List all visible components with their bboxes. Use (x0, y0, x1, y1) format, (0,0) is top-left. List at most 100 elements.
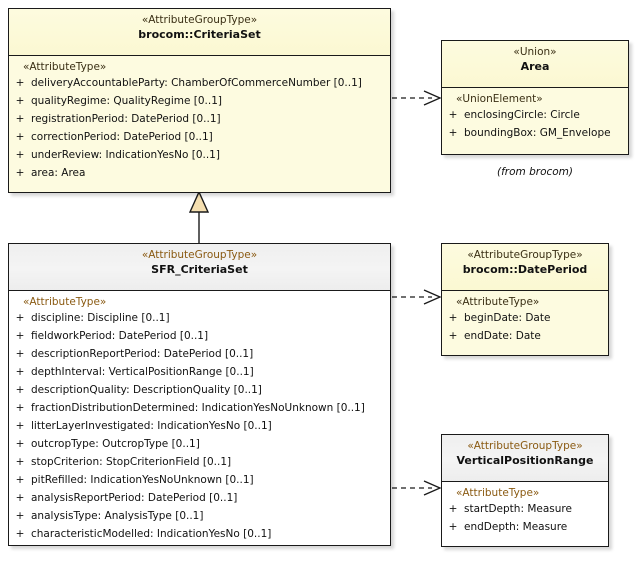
class-name: VerticalPositionRange (456, 454, 594, 468)
attribute-visibility: + (15, 329, 25, 342)
attribute-row: + characteristicModelled: IndicationYesN… (9, 528, 390, 546)
attribute-row: + enclosingCircle: Circle (442, 109, 628, 127)
class-area[interactable]: «Union» Area «UnionElement» + enclosingC… (441, 40, 629, 155)
attribute-row: + descriptionQuality: DescriptionQuality… (9, 384, 390, 402)
compartment-label: «AttributeType» (456, 296, 540, 308)
attribute-visibility: + (15, 491, 25, 504)
attribute-row: + endDate: Date (442, 330, 608, 348)
attribute-visibility: + (15, 148, 25, 161)
attribute-visibility: + (15, 455, 25, 468)
attribute-row: + deliveryAccountableParty: ChamberOfCom… (9, 77, 390, 95)
class-header-brocom-criteriaset: «AttributeGroupType» brocom::CriteriaSet (9, 9, 390, 56)
attribute-text: fieldworkPeriod: DatePeriod [0..1] (31, 329, 209, 342)
attribute-visibility: + (15, 311, 25, 324)
class-stereotype: «AttributeGroupType» (467, 249, 583, 261)
compartment-label: «AttributeType» (23, 296, 107, 308)
class-brocom-dateperiod[interactable]: «AttributeGroupType» brocom::DatePeriod … (441, 243, 609, 356)
attribute-row: + stopCriterion: StopCriterionField [0..… (9, 456, 390, 474)
attribute-text: depthInterval: VerticalPositionRange [0.… (31, 365, 254, 378)
attribute-row: + correctionPeriod: DatePeriod [0..1] (9, 131, 390, 149)
attribute-row: + analysisReportPeriod: DatePeriod [0..1… (9, 492, 390, 510)
class-stereotype: «Union» (513, 46, 557, 58)
attribute-visibility: + (15, 112, 25, 125)
attribute-row: + registrationPeriod: DatePeriod [0..1] (9, 113, 390, 131)
attribute-text: discipline: Discipline [0..1] (31, 311, 170, 324)
attribute-visibility: + (448, 502, 458, 515)
attribute-row: + qualityRegime: QualityRegime [0..1] (9, 95, 390, 113)
attribute-row: + depthInterval: VerticalPositionRange [… (9, 366, 390, 384)
area-package-note: (from brocom) (496, 166, 574, 178)
compartment-label: «UnionElement» (456, 93, 543, 105)
dependency-criteriaset-to-area (392, 90, 442, 106)
class-attributes-compartment: «AttributeType» + deliveryAccountablePar… (9, 56, 390, 190)
class-header-brocom-dateperiod: «AttributeGroupType» brocom::DatePeriod (442, 244, 608, 291)
class-attributes-compartment: «UnionElement» + enclosingCircle: Circle… (442, 88, 628, 150)
class-header-sfr-criteriaset: «AttributeGroupType» SFR_CriteriaSet (9, 244, 390, 291)
attribute-row: + beginDate: Date (442, 312, 608, 330)
attribute-row: + outcropType: OutcropType [0..1] (9, 438, 390, 456)
attribute-row: + startDepth: Measure (442, 503, 608, 521)
attribute-visibility: + (15, 347, 25, 360)
attribute-visibility: + (15, 94, 25, 107)
attribute-visibility: + (448, 108, 458, 121)
attribute-text: enclosingCircle: Circle (464, 108, 580, 121)
attribute-visibility: + (15, 76, 25, 89)
class-name: brocom::CriteriaSet (138, 28, 261, 42)
attribute-text: descriptionQuality: DescriptionQuality [… (31, 383, 262, 396)
class-sfr-criteriaset[interactable]: «AttributeGroupType» SFR_CriteriaSet «At… (8, 243, 391, 546)
attribute-text: startDepth: Measure (464, 502, 572, 515)
attribute-row: + litterLayerInvestigated: IndicationYes… (9, 420, 390, 438)
class-stereotype: «AttributeGroupType» (467, 440, 583, 452)
attribute-text: beginDate: Date (464, 311, 551, 324)
attribute-text: characteristicModelled: IndicationYesNo … (31, 527, 272, 540)
attribute-visibility: + (15, 509, 25, 522)
attribute-text: boundingBox: GM_Envelope (464, 126, 611, 139)
class-name: Area (520, 60, 550, 74)
attribute-text: litterLayerInvestigated: IndicationYesNo… (31, 419, 272, 432)
attribute-text: analysisType: AnalysisType [0..1] (31, 509, 204, 522)
attribute-text: fractionDistributionDetermined: Indicati… (31, 401, 365, 414)
attribute-text: qualityRegime: QualityRegime [0..1] (31, 94, 222, 107)
attribute-row: + underReview: IndicationYesNo [0..1] (9, 149, 390, 167)
attribute-visibility: + (15, 527, 25, 540)
class-verticalpositionrange[interactable]: «AttributeGroupType» VerticalPositionRan… (441, 434, 609, 547)
attribute-visibility: + (448, 126, 458, 139)
class-brocom-criteriaset[interactable]: «AttributeGroupType» brocom::CriteriaSet… (8, 8, 391, 193)
compartment-label: «AttributeType» (456, 487, 540, 499)
class-stereotype: «AttributeGroupType» (141, 14, 258, 26)
attribute-row: + fractionDistributionDetermined: Indica… (9, 402, 390, 420)
attribute-visibility: + (15, 166, 25, 179)
attribute-row: + area: Area (9, 167, 390, 185)
attribute-text: endDate: Date (464, 329, 541, 342)
attribute-visibility: + (448, 520, 458, 533)
attribute-text: registrationPeriod: DatePeriod [0..1] (31, 112, 221, 125)
attribute-text: area: Area (31, 166, 86, 179)
attribute-visibility: + (15, 130, 25, 143)
attribute-text: deliveryAccountableParty: ChamberOfComme… (31, 76, 362, 89)
attribute-text: endDepth: Measure (464, 520, 568, 533)
attribute-row: + discipline: Discipline [0..1] (9, 312, 390, 330)
class-stereotype: «AttributeGroupType» (141, 249, 258, 261)
class-attributes-compartment: «AttributeType» + discipline: Discipline… (9, 291, 390, 546)
attribute-text: correctionPeriod: DatePeriod [0..1] (31, 130, 213, 143)
dependency-sfr-to-dateperiod (392, 289, 442, 305)
attribute-text: stopCriterion: StopCriterionField [0..1] (31, 455, 232, 468)
attribute-visibility: + (448, 329, 458, 342)
class-attributes-compartment: «AttributeType» + beginDate: Date + endD… (442, 291, 608, 353)
attribute-row: + boundingBox: GM_Envelope (442, 127, 628, 145)
attribute-text: underReview: IndicationYesNo [0..1] (31, 148, 220, 161)
class-header-area: «Union» Area (442, 41, 628, 88)
attribute-text: descriptionReportPeriod: DatePeriod [0..… (31, 347, 254, 360)
attribute-visibility: + (15, 473, 25, 486)
class-attributes-compartment: «AttributeType» + startDepth: Measure + … (442, 482, 608, 544)
attribute-row: + pitRefilled: IndicationYesNoUnknown [0… (9, 474, 390, 492)
attribute-row: + endDepth: Measure (442, 521, 608, 539)
attribute-visibility: + (15, 419, 25, 432)
attribute-text: outcropType: OutcropType [0..1] (31, 437, 200, 450)
dependency-sfr-to-verticalpositionrange (392, 480, 442, 496)
class-header-verticalpositionrange: «AttributeGroupType» VerticalPositionRan… (442, 435, 608, 482)
attribute-row: + descriptionReportPeriod: DatePeriod [0… (9, 348, 390, 366)
attribute-text: analysisReportPeriod: DatePeriod [0..1] (31, 491, 238, 504)
attribute-visibility: + (15, 437, 25, 450)
